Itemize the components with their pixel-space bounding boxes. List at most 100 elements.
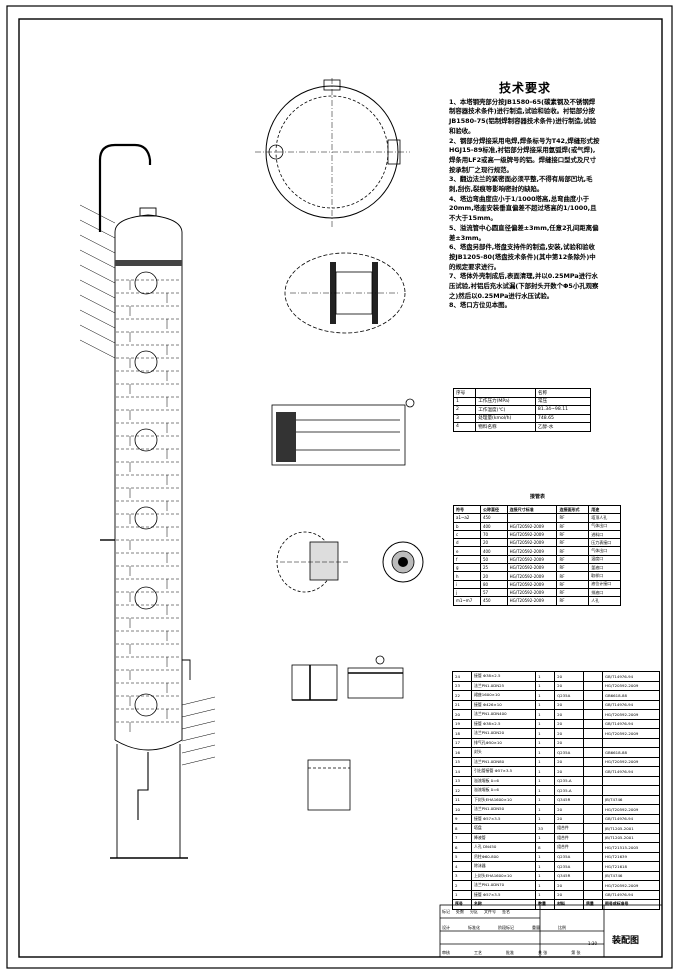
table-cell: 液位计接口 <box>588 579 621 589</box>
table-cell: RF <box>556 521 590 531</box>
tb-label: 处数 <box>456 909 464 914</box>
table-cell: 气体出口 <box>588 521 621 531</box>
table-cell <box>583 813 603 824</box>
table-cell: 748.65 <box>534 413 592 423</box>
tray-detail-frame <box>271 404 406 466</box>
table-cell: 压力表接口 <box>588 538 621 548</box>
table-cell <box>583 842 603 853</box>
table-cell <box>602 775 660 786</box>
drawing-scale: 1:30 <box>588 941 597 946</box>
table-cell <box>583 851 603 862</box>
table-cell: RF <box>556 587 590 598</box>
section-nozzle-right <box>387 139 401 165</box>
table-cell <box>506 513 558 523</box>
table-cell: a1~a2 <box>453 513 481 523</box>
table-cell: JB/T4746 <box>602 870 660 881</box>
table-cell: 20 <box>554 728 585 739</box>
table-header-cell: 数量 <box>535 899 556 910</box>
table-cell: 名称 <box>534 388 592 398</box>
tb-label: 标记 <box>442 909 450 914</box>
nozzle-detail-small <box>276 531 350 593</box>
table-cell: 1 <box>535 832 556 843</box>
table-cell <box>583 794 603 805</box>
bom-header-row: 序号名称数量材料质量图号或标准号 <box>452 899 660 910</box>
leader-line <box>79 234 116 254</box>
table-cell: 下封头EHA1600×10 <box>470 794 537 805</box>
table-cell: 20 <box>554 718 585 729</box>
table-cell: RF <box>556 546 590 556</box>
table-cell: 20 <box>554 680 585 691</box>
table-cell: 1 <box>535 804 556 815</box>
table-cell: 工作温度(℃) <box>475 405 536 415</box>
table-cell: 排气孔Φ50×10 <box>470 737 537 748</box>
table-cell: HG/T20592-2009 <box>506 554 558 565</box>
table-cell: 15 <box>452 756 472 767</box>
table-cell: 20 <box>554 756 585 767</box>
leader-line <box>181 744 216 754</box>
table-cell: 接管 Φ57×3.5 <box>470 813 537 824</box>
table-cell: 1 <box>535 756 556 767</box>
table-cell: HG/T20592-2009 <box>506 538 558 548</box>
table-cell: 20 <box>554 880 585 891</box>
table-cell: Q345R <box>554 870 585 881</box>
table-cell <box>583 889 603 900</box>
downcomer-box <box>307 759 351 811</box>
top-head <box>114 214 183 233</box>
tb-label: 阶段标记 <box>498 925 514 930</box>
table-cell: 1 <box>452 396 477 406</box>
table-cell <box>583 699 603 710</box>
table-cell: RF <box>556 529 590 540</box>
table-cell: 1 <box>535 671 556 682</box>
table-cell: Q235A <box>554 690 585 701</box>
table-cell: GB/T14976-94 <box>602 699 660 710</box>
note-item: 4、塔边弯曲度应小于1/1000塔高,总弯曲度小于20mm,塔座安装垂直偏差不超… <box>449 194 597 223</box>
title-block: 标记 处数 分区 文件号 签名 设计 标准化 阶段标记 重量 比例 审核 工艺 … <box>440 905 662 957</box>
table-cell: 9 <box>452 813 472 824</box>
table-cell: 57 <box>479 587 508 598</box>
table-cell: 裙座1600×10 <box>470 690 537 701</box>
table-cell: b <box>453 521 481 531</box>
table-cell: HG/T20592-2009 <box>602 709 660 720</box>
leader-line <box>79 309 116 329</box>
table-cell: 20 <box>479 571 508 581</box>
tb-label: 分区 <box>470 909 478 914</box>
table-cell <box>583 671 603 682</box>
table-cell <box>602 785 660 796</box>
table-cell: HG/T20592-2009 <box>506 563 558 573</box>
table-cell: RF <box>556 513 590 523</box>
table-cell: GB6618-88 <box>602 690 660 701</box>
table-cell: 20 <box>479 538 508 548</box>
table-cell: GB/T14976-94 <box>602 889 660 900</box>
table-header-cell: 符号 <box>453 504 481 515</box>
table-header-cell: 连接尺寸标准 <box>506 504 558 515</box>
table-cell: 400 <box>479 546 508 556</box>
table-cell: 70 <box>479 529 508 540</box>
demister <box>115 260 182 266</box>
table-cell <box>583 870 603 881</box>
table-cell: 24 <box>452 671 472 682</box>
table-cell: 取样口 <box>588 571 621 581</box>
nozzle-header-row: 符号公称直径连接尺寸标准连接面形式用途 <box>453 504 621 515</box>
table-header-cell: 用途 <box>588 504 621 515</box>
table-cell: 物料名称 <box>475 422 536 432</box>
table-cell: RF <box>556 554 590 565</box>
davit-arm <box>98 143 152 232</box>
tb-label: 审核 <box>442 950 450 955</box>
sheet-border <box>6 5 673 969</box>
table-cell: 1 <box>535 766 556 777</box>
table-cell: 1 <box>535 813 556 824</box>
tray-support-detail <box>271 398 415 466</box>
